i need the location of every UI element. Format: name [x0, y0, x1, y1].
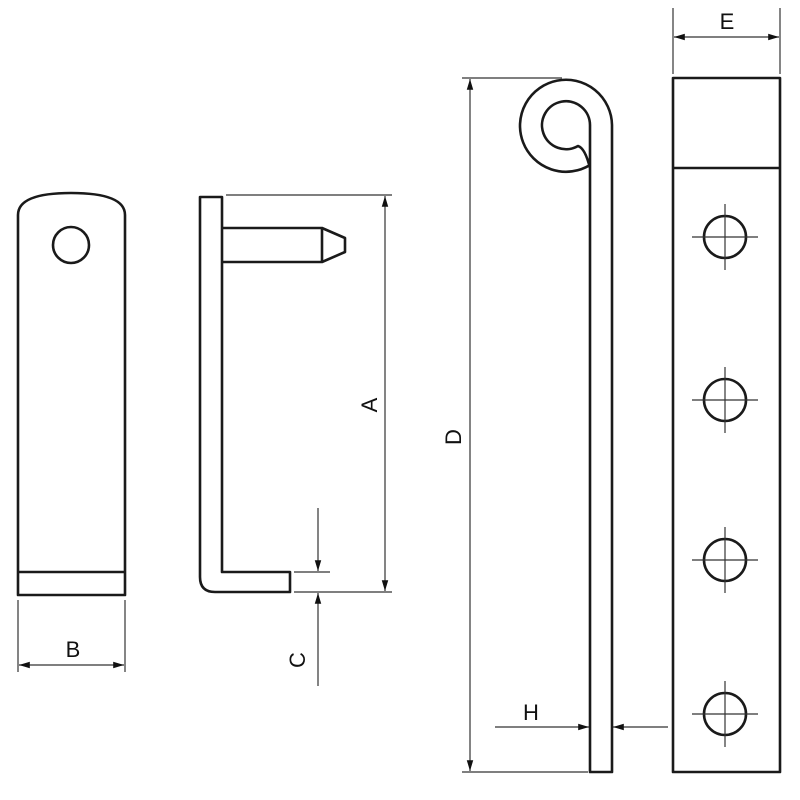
label-h: H — [523, 700, 539, 725]
flat-plate-view — [16, 191, 127, 597]
pin-bracket-view — [198, 195, 347, 594]
label-d: D — [441, 429, 466, 445]
dimension-h: H — [495, 700, 668, 731]
strap-front-view — [671, 76, 782, 774]
label-e: E — [720, 9, 735, 34]
label-b: B — [66, 637, 81, 662]
screw-hole — [692, 681, 758, 747]
curled-strap-side-view — [518, 78, 614, 774]
dimension-d: D — [441, 77, 588, 773]
dimension-b: B — [17, 600, 126, 672]
screw-hole — [692, 204, 758, 270]
dimension-e: E — [672, 8, 781, 74]
screw-hole — [692, 367, 758, 433]
label-c: C — [285, 652, 310, 668]
dimension-c: C — [285, 508, 330, 686]
screw-hole — [692, 527, 758, 593]
label-a: A — [357, 397, 382, 412]
mounting-hole — [51, 225, 91, 265]
dimension-a: A — [226, 194, 392, 593]
